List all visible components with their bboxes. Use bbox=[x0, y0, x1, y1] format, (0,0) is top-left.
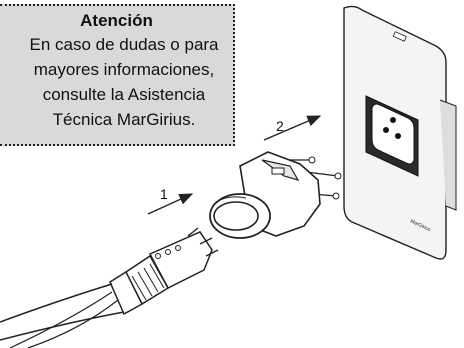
power-cord-plug bbox=[0, 227, 219, 348]
notice-line: Técnica MarGirius. bbox=[52, 110, 196, 129]
attention-notice: Atención En caso de dudas o para mayores… bbox=[0, 4, 235, 146]
plug-adapter bbox=[209, 151, 342, 239]
outlet-socket bbox=[365, 95, 419, 177]
step-2-arrow bbox=[263, 115, 322, 141]
notice-body: En caso de dudas o para mayores informac… bbox=[0, 32, 233, 132]
step-1-label: 1 bbox=[160, 186, 168, 202]
step-2-label: 2 bbox=[276, 118, 284, 134]
step-1-arrow bbox=[147, 193, 194, 215]
notice-line: consulte la Asistencia bbox=[42, 85, 206, 104]
notice-line: En caso de dudas o para bbox=[29, 35, 219, 54]
notice-line: mayores informaciones, bbox=[33, 60, 215, 79]
notice-title: Atención bbox=[80, 11, 153, 30]
